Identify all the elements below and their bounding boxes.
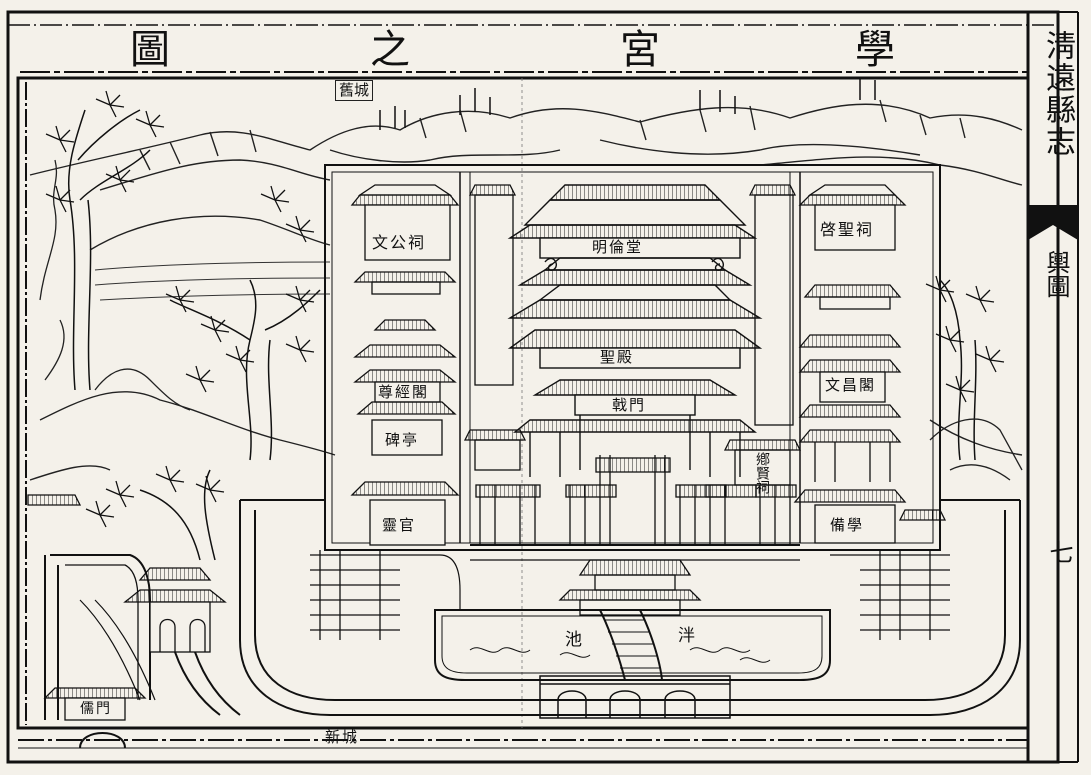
pool-left-label: 泮 <box>678 626 697 646</box>
title-char-4: 圖 <box>130 27 170 73</box>
zunjing-pavilion-label: 尊經閣 <box>378 383 430 401</box>
title-char-1: 學 <box>855 27 895 73</box>
page-number: 七 <box>1045 540 1073 564</box>
east-shrine-label: 鄕賢祠 <box>754 452 770 494</box>
pan-pool <box>434 609 831 681</box>
bottom-wall-label: 新城 <box>325 728 360 746</box>
jimen-label: 戟門 <box>612 396 647 414</box>
curved-walls <box>79 554 860 701</box>
left-buildings <box>350 184 527 546</box>
pool-wall <box>239 499 1021 716</box>
lingguan-label: 靈官 <box>382 516 417 534</box>
title-char-3: 之 <box>370 27 410 73</box>
pine-trees <box>45 78 1005 561</box>
book-title: 淸遠縣志 <box>1040 30 1075 158</box>
front-gate <box>539 675 731 719</box>
rocks <box>39 159 1023 481</box>
stele-pavilion-label: 碑亭 <box>385 431 420 449</box>
archways-row <box>470 455 800 616</box>
wenchang-shrine-label: 文公祠 <box>372 233 427 252</box>
river <box>94 261 331 301</box>
side-gates <box>310 550 950 640</box>
section-title: 輿圖 <box>1042 250 1070 298</box>
bottom-left-gate-label: 儒門 <box>80 701 112 717</box>
top-wall-label: 舊城 <box>335 80 374 101</box>
right-buildings <box>723 184 907 544</box>
minglun-hall-label: 明倫堂 <box>592 238 644 256</box>
beixue-label: 備學 <box>830 516 865 534</box>
bottom-arch <box>79 732 126 749</box>
dacheng-hall-label: 聖殿 <box>600 348 635 366</box>
bottom-left-pavilion <box>27 494 947 721</box>
page-frame <box>6 10 1079 764</box>
qisheng-shrine-label: 啓聖祠 <box>820 220 875 239</box>
pool-right-label: 池 <box>565 630 584 650</box>
central-halls <box>507 184 763 477</box>
wenchang-hall-label: 文昌閣 <box>825 376 877 394</box>
title-char-2: 宮 <box>620 27 660 73</box>
